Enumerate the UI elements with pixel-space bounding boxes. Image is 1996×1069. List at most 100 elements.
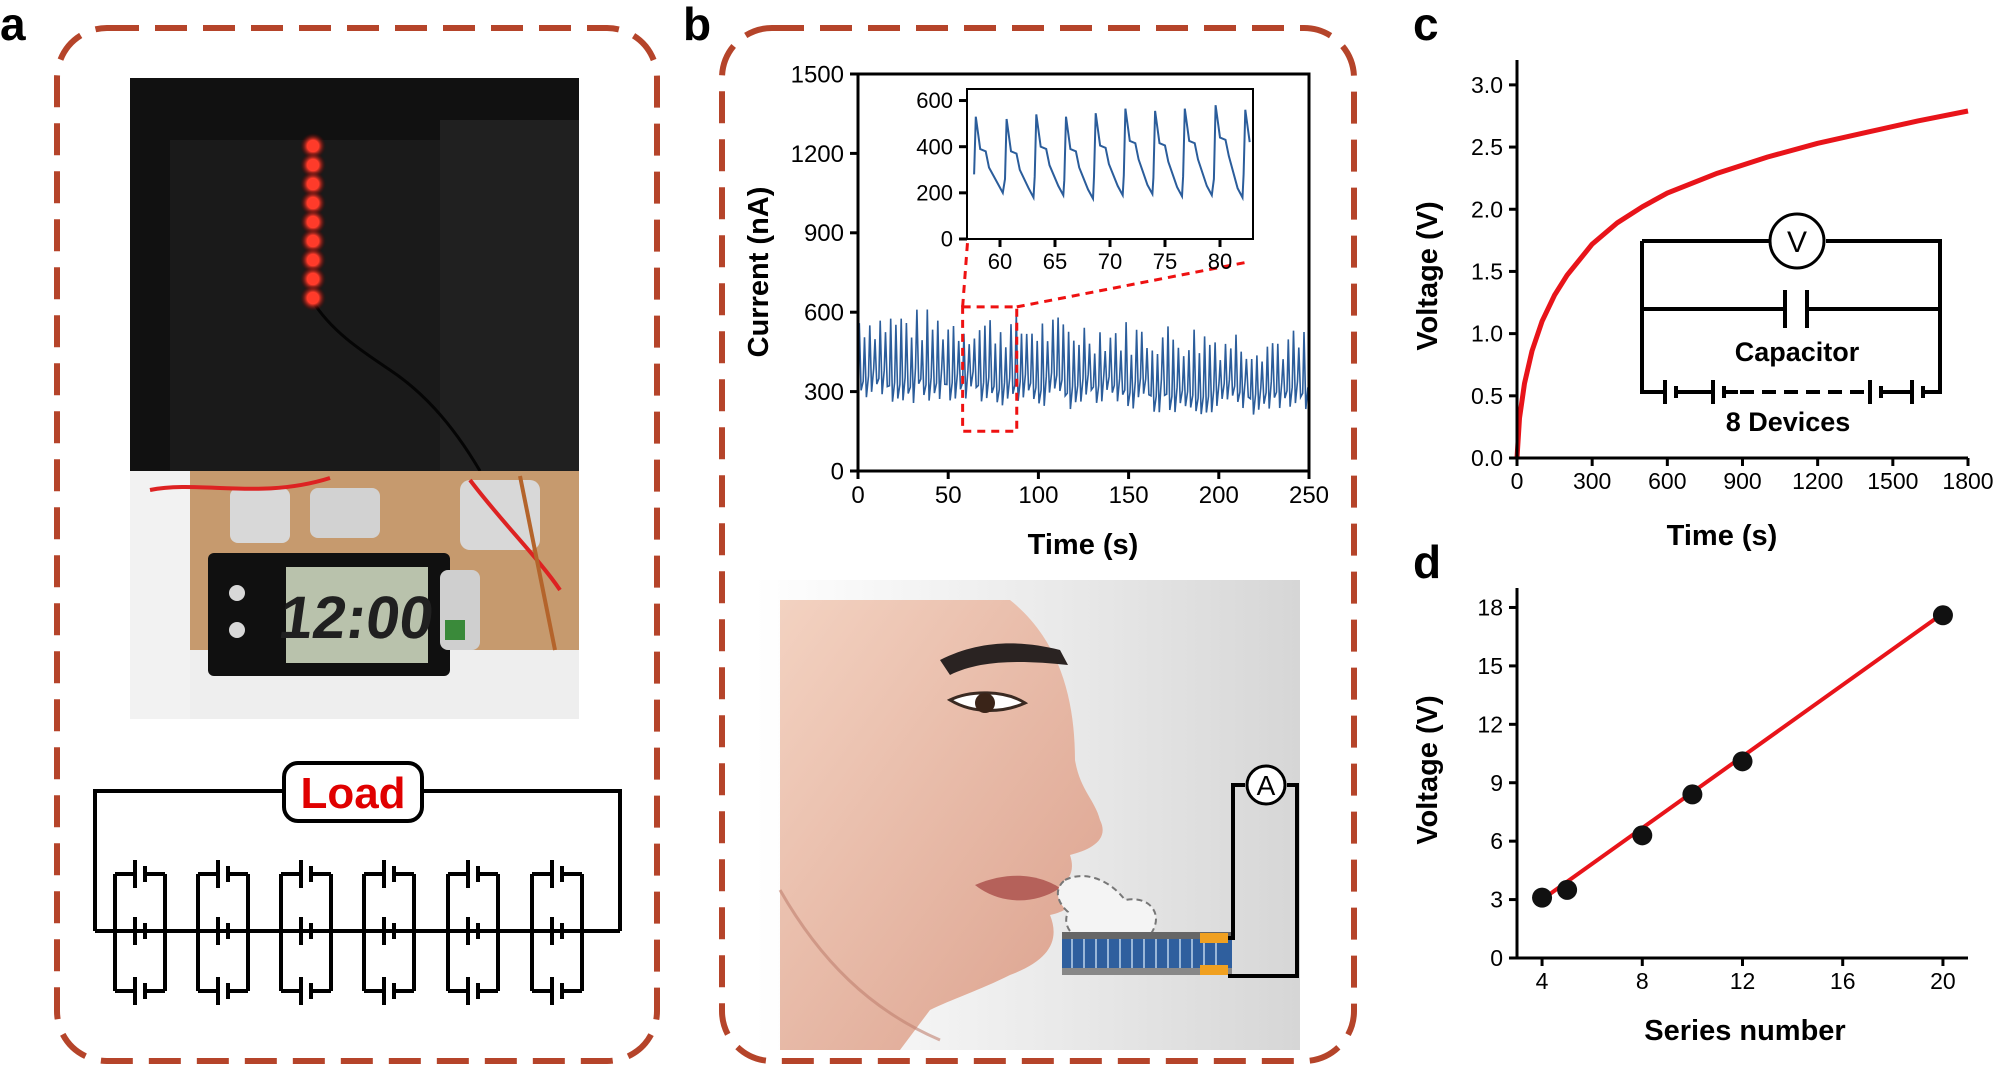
current-x-tick-label: 50 [935,482,962,509]
panel-b-letter: b [683,0,711,50]
led [307,254,319,266]
battery-cell [198,917,248,945]
series-y-tick-label: 18 [1477,595,1503,621]
charging-x-tick-label: 0 [1511,468,1524,494]
inset-x-tick-label: 65 [1043,249,1067,274]
charging-y-ticks: 0.0 0.5 1.0 1.5 2.0 2.5 3.0 [1471,72,1517,471]
current-y-tick-label: 600 [804,300,844,327]
panel-a: a 12:00 [0,0,660,1064]
current-trace [857,309,1309,415]
charging-x-tick-label: 1800 [1942,468,1993,494]
current-x-axis-label: Time (s) [1028,529,1139,561]
series-x-tick-label: 12 [1730,968,1756,994]
current-y-tick-label: 0 [831,458,844,485]
data-point [1682,784,1703,805]
clock-photo: 12:00 [130,471,579,719]
face-profile [780,600,1103,1050]
battery-cell [198,977,248,1005]
current-x-tick-label: 100 [1018,482,1058,509]
charging-y-tick-label: 2.0 [1471,196,1503,222]
data-point [1532,887,1553,908]
battery-cell [448,860,498,888]
series-y-tick-label: 3 [1490,887,1503,913]
cell-group [196,860,250,1005]
series-y-tick-label: 15 [1477,653,1503,679]
clock-lcd [286,567,428,663]
current-y-axis-label: Current (nA) [743,187,775,358]
charging-x-tick-label: 1200 [1792,468,1843,494]
inset-series [973,105,1251,203]
charging-x-tick-label: 900 [1723,468,1761,494]
battery-cell [198,860,248,888]
series-x-tick-label: 4 [1536,968,1549,994]
cell-group [362,860,416,1005]
series-x-tick-label: 16 [1830,968,1856,994]
inset-x-tick-label: 80 [1208,249,1232,274]
series-x-axis-label: Series number [1644,1015,1845,1047]
clock-button-top [229,585,245,601]
inset-x-tick-label: 60 [988,249,1012,274]
battery-cell [115,917,165,945]
ammeter-symbol: A [1257,770,1276,801]
battery-cell [281,860,331,888]
voltmeter-symbol-circle [1768,212,1826,270]
led [307,178,319,190]
current-series [857,309,1309,415]
ammeter-symbol-circle [1245,764,1287,806]
series-y-axis-label: Voltage (V) [1412,695,1444,844]
charging-x-axis-label: Time (s) [1667,520,1778,552]
charging-y-tick-label: 3.0 [1471,72,1503,98]
inset-y-tick-label: 200 [916,181,953,206]
battery-cell [281,977,331,1005]
battery-cell [364,977,414,1005]
charging-y-tick-label: 0.5 [1471,383,1503,409]
clock-button-bottom [229,622,245,638]
charging-y-tick-label: 1.5 [1471,258,1503,284]
series-y-tick-label: 6 [1490,828,1503,854]
current-x-tick-label: 0 [851,482,864,509]
charging-curve [1514,108,1969,459]
current-y-tick-label: 300 [804,379,844,406]
panel-d-letter: d [1413,536,1441,588]
battery-cell [115,977,165,1005]
load-label: Load [300,769,405,818]
data-point [1732,751,1753,772]
charging-y-tick-label: 2.5 [1471,134,1503,160]
battery-cell [364,860,414,888]
current-x-tick-label: 200 [1199,482,1239,509]
inset-background [967,89,1253,239]
battery-cell [448,977,498,1005]
zoom-window [961,305,1019,433]
cell-group [113,860,167,1005]
capacitor-label: Capacitor [1735,337,1860,367]
charging-x-tick-label: 300 [1573,468,1611,494]
data-point [1932,605,1953,626]
battery-cell [448,917,498,945]
inset-trace [973,105,1251,203]
charging-y-tick-label: 1.0 [1471,321,1503,347]
zoom-connector-right [1016,260,1249,309]
series-points [1532,605,1953,908]
breathing-illustration: A [755,580,1300,1050]
cell-group [279,860,333,1005]
led-strip [300,133,326,311]
charging-y-tick-label: 0.0 [1471,445,1503,471]
charging-x-tick-label: 1500 [1867,468,1918,494]
zoom-connector-left [961,235,970,308]
panel-a-letter: a [0,0,26,50]
current-x-tick-label: 150 [1109,482,1149,509]
battery-cell [364,917,414,945]
inset-y-tick-label: 600 [916,88,953,113]
panel-c-letter: c [1413,0,1439,50]
led [307,159,319,171]
current-plot-frame [856,72,1311,473]
charging-trace [1514,108,1969,459]
battery-cell [115,860,165,888]
charging-x-tick-label: 600 [1648,468,1686,494]
